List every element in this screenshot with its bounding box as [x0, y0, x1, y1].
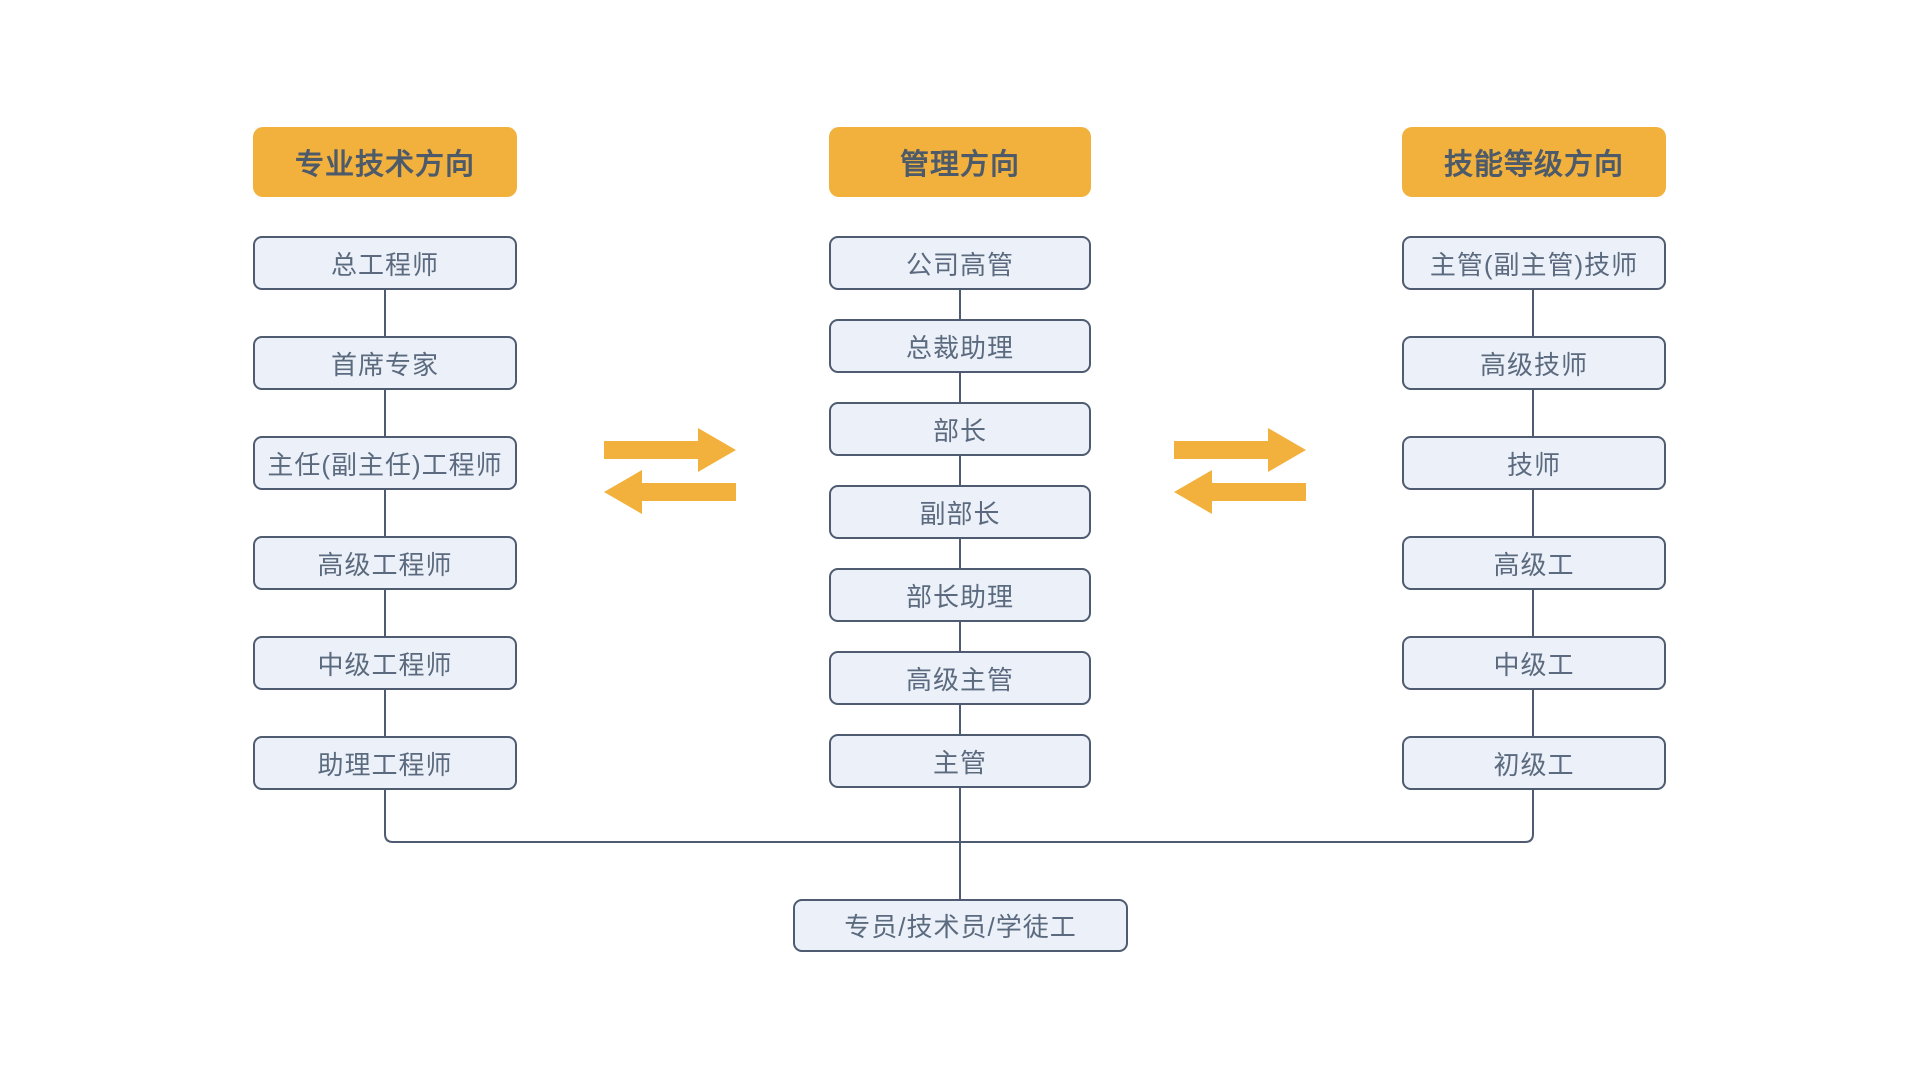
node-senior-worker: 高级工: [1402, 536, 1666, 590]
arrow-left-icon: [604, 470, 736, 514]
node-specialist-technician-apprentice: 专员/技术员/学徒工: [793, 899, 1128, 952]
exchange-arrows-right: [1174, 428, 1306, 516]
node-intermediate-worker: 中级工: [1402, 636, 1666, 690]
node-chief-expert: 首席专家: [253, 336, 517, 390]
node-company-executive: 公司高管: [829, 236, 1091, 290]
node-assistant-engineer: 助理工程师: [253, 736, 517, 790]
node-chief-engineer: 总工程师: [253, 236, 517, 290]
header-skill-level: 技能等级方向: [1402, 127, 1666, 197]
node-technician: 技师: [1402, 436, 1666, 490]
node-intermediate-engineer: 中级工程师: [253, 636, 517, 690]
header-professional-technical: 专业技术方向: [253, 127, 517, 197]
node-junior-worker: 初级工: [1402, 736, 1666, 790]
arrow-right-icon: [604, 428, 736, 472]
arrow-right-icon: [1174, 428, 1306, 472]
node-senior-engineer: 高级工程师: [253, 536, 517, 590]
arrow-left-icon: [1174, 470, 1306, 514]
node-senior-supervisor: 高级主管: [829, 651, 1091, 705]
node-department-head-assistant: 部长助理: [829, 568, 1091, 622]
exchange-arrows-left: [604, 428, 736, 516]
node-senior-technician: 高级技师: [1402, 336, 1666, 390]
header-management: 管理方向: [829, 127, 1091, 197]
node-president-assistant: 总裁助理: [829, 319, 1091, 373]
node-deputy-department-head: 副部长: [829, 485, 1091, 539]
node-chief-technician: 主管(副主管)技师: [1402, 236, 1666, 290]
node-supervisor: 主管: [829, 734, 1091, 788]
node-department-head: 部长: [829, 402, 1091, 456]
node-director-engineer: 主任(副主任)工程师: [253, 436, 517, 490]
